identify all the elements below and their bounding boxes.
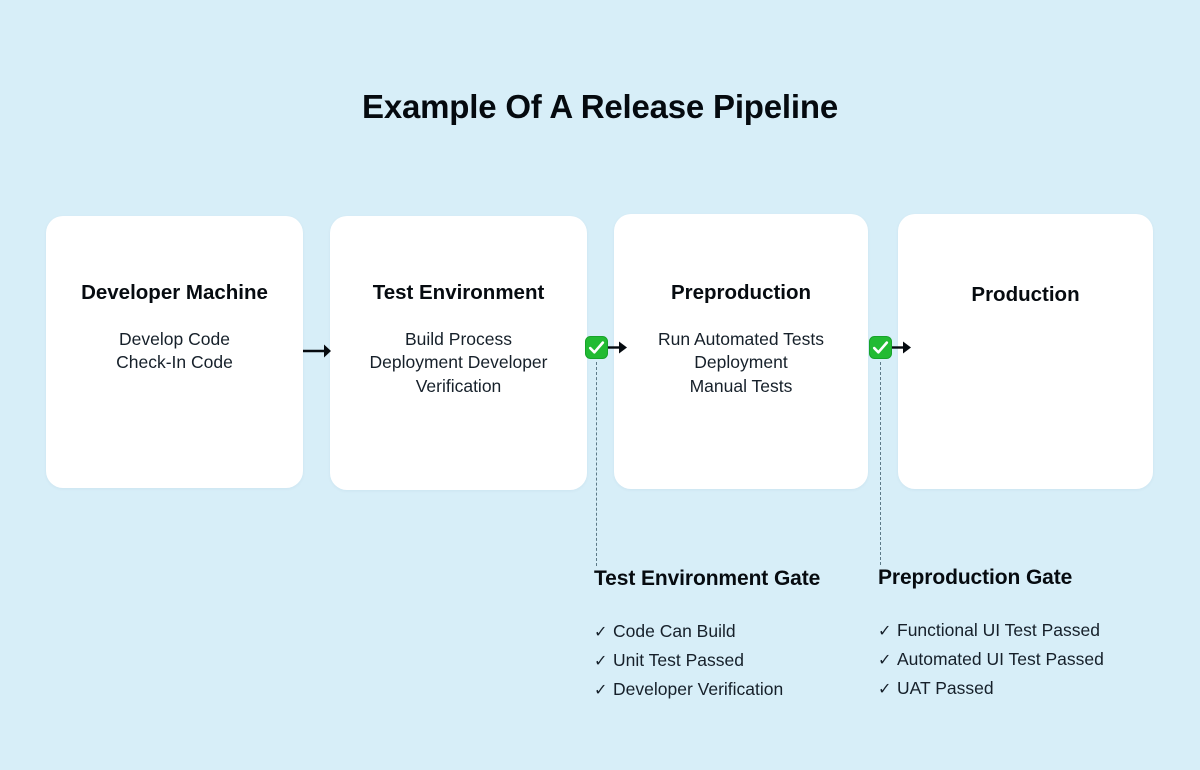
check-icon: ✓: [878, 680, 892, 698]
list-item-label: Functional UI Test Passed: [897, 620, 1100, 640]
list-item: ✓ Code Can Build: [594, 617, 864, 646]
check-icon: ✓: [594, 624, 608, 641]
stage-card-title: Production: [971, 283, 1080, 306]
list-item-label: Developer Verification: [613, 678, 784, 699]
arrow-right-icon: [607, 338, 629, 357]
list-item-label: Automated UI Test Passed: [897, 648, 1104, 669]
stage-card-production[interactable]: Production: [898, 214, 1153, 489]
green-check-badge-icon: [585, 336, 608, 359]
list-item: ✓ UAT Passed: [878, 674, 1168, 703]
check-icon: ✓: [594, 652, 608, 670]
list-item-label: Code Can Build: [613, 621, 736, 641]
list-item: ✓ Automated UI Test Passed: [878, 645, 1168, 674]
stage-card-title: Test Environment: [372, 281, 545, 304]
gate-marker-preproduction[interactable]: [869, 336, 915, 364]
list-item: ✓ Developer Verification: [594, 675, 864, 704]
green-check-badge-icon: [869, 336, 892, 359]
dashed-connector-test-environment-gate: [596, 362, 597, 566]
dashed-connector-preproduction-gate: [880, 362, 881, 565]
check-icon: ✓: [878, 651, 892, 669]
stage-card-title: Developer Machine: [81, 281, 268, 304]
gate-marker-test-environment[interactable]: [585, 336, 631, 364]
gate-block-test-environment: Test Environment Gate ✓ Code Can Build ✓…: [594, 567, 864, 704]
check-icon: ✓: [878, 623, 892, 640]
arrow-right-icon: [302, 338, 332, 364]
stage-card-title: Preproduction: [670, 281, 812, 304]
gate-title: Test Environment Gate: [594, 567, 821, 590]
page-title: Example Of A Release Pipeline: [362, 88, 838, 125]
arrow-right-icon: [891, 338, 913, 357]
list-item: ✓ Functional UI Test Passed: [878, 616, 1168, 645]
gate-criteria-list: ✓ Functional UI Test Passed ✓ Automated …: [878, 616, 1168, 703]
check-icon: ✓: [594, 681, 608, 699]
list-item-label: Unit Test Passed: [613, 649, 744, 670]
list-item-label: UAT Passed: [897, 677, 994, 698]
gate-criteria-list: ✓ Code Can Build ✓ Unit Test Passed ✓ De…: [594, 617, 864, 704]
gate-block-preproduction: Preproduction Gate ✓ Functional UI Test …: [878, 566, 1168, 703]
list-item: ✓ Unit Test Passed: [594, 646, 864, 675]
gate-title: Preproduction Gate: [878, 566, 1073, 589]
